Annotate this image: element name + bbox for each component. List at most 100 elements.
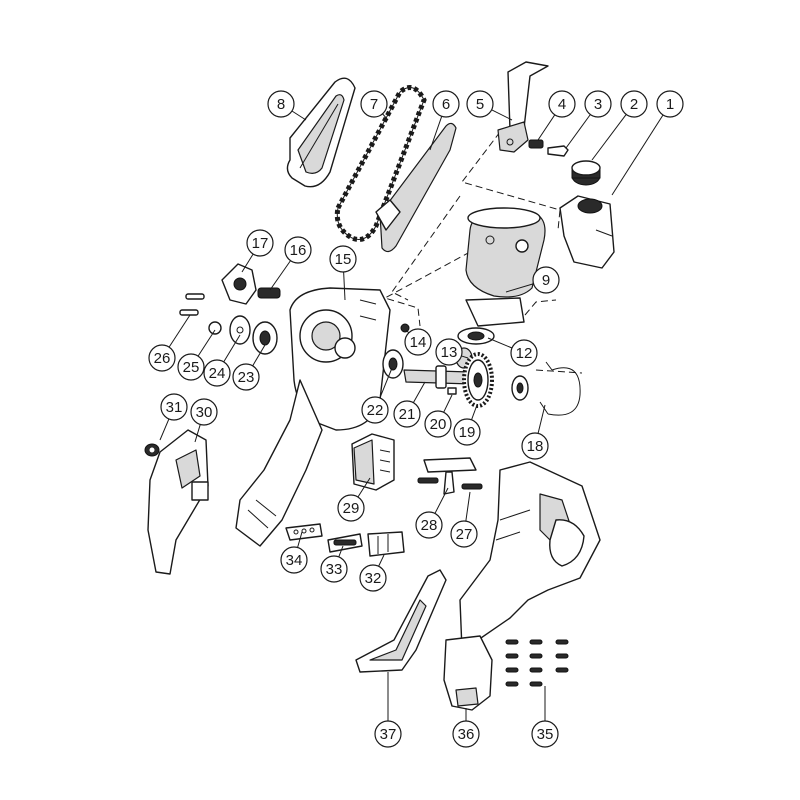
part-22-bearing (382, 349, 404, 379)
callout-balloon-18: 18 (521, 432, 549, 460)
callout-number: 23 (238, 369, 255, 386)
callout-circle (160, 393, 188, 421)
callout-balloon-8: 8 (267, 90, 295, 118)
leader-line-16 (269, 260, 291, 291)
part-20-key (447, 387, 457, 395)
callout-number: 37 (380, 726, 397, 743)
callout-circle (415, 511, 443, 539)
leader-line-32 (378, 554, 385, 567)
callout-balloon-15: 15 (329, 245, 357, 273)
callout-circle (656, 90, 684, 118)
leader-line-3 (565, 114, 591, 149)
callout-balloon-29: 29 (337, 494, 365, 522)
callout-balloon-12: 12 (510, 339, 538, 367)
callout-circle (329, 245, 357, 273)
part-motor (465, 207, 546, 327)
callout-number: 32 (365, 570, 382, 587)
callout-balloon-19: 19 (453, 418, 481, 446)
callout-circle (374, 720, 402, 748)
leader-line-30 (194, 424, 201, 443)
callout-balloon-21: 21 (393, 400, 421, 428)
callout-circle (177, 353, 205, 381)
callout-circle (359, 564, 387, 592)
callout-circle (284, 236, 312, 264)
callout-number: 30 (196, 404, 213, 421)
leader-line-20 (443, 394, 453, 413)
part-2-oil-cap (571, 160, 601, 186)
callout-balloon-26: 26 (148, 344, 176, 372)
callout-balloon-32: 32 (359, 564, 387, 592)
callout-number: 3 (594, 96, 602, 113)
leader-line-22 (379, 367, 393, 399)
callout-balloon-37: 37 (374, 720, 402, 748)
callout-balloon-14: 14 (404, 328, 432, 356)
callout-circle (232, 363, 260, 391)
part-3-pin (547, 145, 569, 157)
callout-circle (453, 418, 481, 446)
leader-line-15 (343, 271, 346, 301)
callout-circle (190, 398, 218, 426)
leader-line-18 (537, 404, 546, 434)
leader-line-12 (487, 337, 513, 349)
callout-circle (435, 338, 463, 366)
callout-balloon-33: 33 (320, 555, 348, 583)
leader-line-29 (357, 477, 371, 498)
callout-balloon-2: 2 (620, 90, 648, 118)
callout-number: 36 (458, 726, 475, 743)
callout-circle (267, 90, 295, 118)
callout-balloon-20: 20 (424, 410, 452, 438)
leader-line-33 (338, 545, 344, 558)
part-32-connector (367, 531, 405, 557)
callout-number: 4 (558, 96, 566, 113)
part-29-switch (351, 433, 395, 491)
callout-balloon-22: 22 (361, 396, 389, 424)
assembly-dashed-lines (383, 131, 583, 374)
part-8-bar-cover (286, 77, 356, 188)
part-18-clip (539, 361, 581, 416)
callout-number: 33 (326, 561, 343, 578)
callout-number: 31 (166, 399, 183, 416)
part-23-gear (252, 321, 278, 355)
part-14-washer (400, 323, 410, 333)
callout-circle (246, 229, 274, 257)
callout-balloon-28: 28 (415, 511, 443, 539)
callout-balloon-31: 31 (160, 393, 188, 421)
callout-balloon-30: 30 (190, 398, 218, 426)
callout-circle (337, 494, 365, 522)
leader-line-2 (591, 114, 627, 161)
callout-circle (404, 328, 432, 356)
callout-balloon-16: 16 (284, 236, 312, 264)
callout-balloon-1: 1 (656, 90, 684, 118)
leader-line-5 (491, 109, 513, 121)
callout-number: 29 (343, 500, 360, 517)
callout-number: 8 (277, 96, 285, 113)
leader-line-1 (611, 114, 664, 196)
callout-number: 1 (666, 96, 674, 113)
part-4-spring (528, 139, 544, 149)
callout-circle (620, 90, 648, 118)
part-35-screws (505, 639, 569, 687)
callout-number: 15 (335, 251, 352, 268)
callout-number: 24 (209, 365, 226, 382)
part-right-housing (459, 461, 601, 651)
part-25-washer (208, 321, 222, 335)
callout-circle (510, 339, 538, 367)
part-17-sprocket (221, 263, 257, 305)
callout-circle (531, 720, 559, 748)
callout-balloon-24: 24 (203, 359, 231, 387)
callout-number: 25 (183, 359, 200, 376)
leader-line-13 (461, 355, 469, 359)
callout-number: 17 (252, 235, 269, 252)
part-33-plate (327, 533, 363, 553)
callout-balloon-34: 34 (280, 546, 308, 574)
callout-number: 13 (441, 344, 458, 361)
part-36-battery-cover (443, 635, 493, 711)
leader-line-34 (297, 531, 303, 548)
leader-line-9 (505, 283, 534, 293)
part-24-disc (229, 315, 251, 345)
callout-number: 9 (542, 272, 550, 289)
callout-balloon-7: 7 (360, 90, 388, 118)
leader-line-6 (429, 116, 443, 151)
callout-number: 22 (367, 402, 384, 419)
